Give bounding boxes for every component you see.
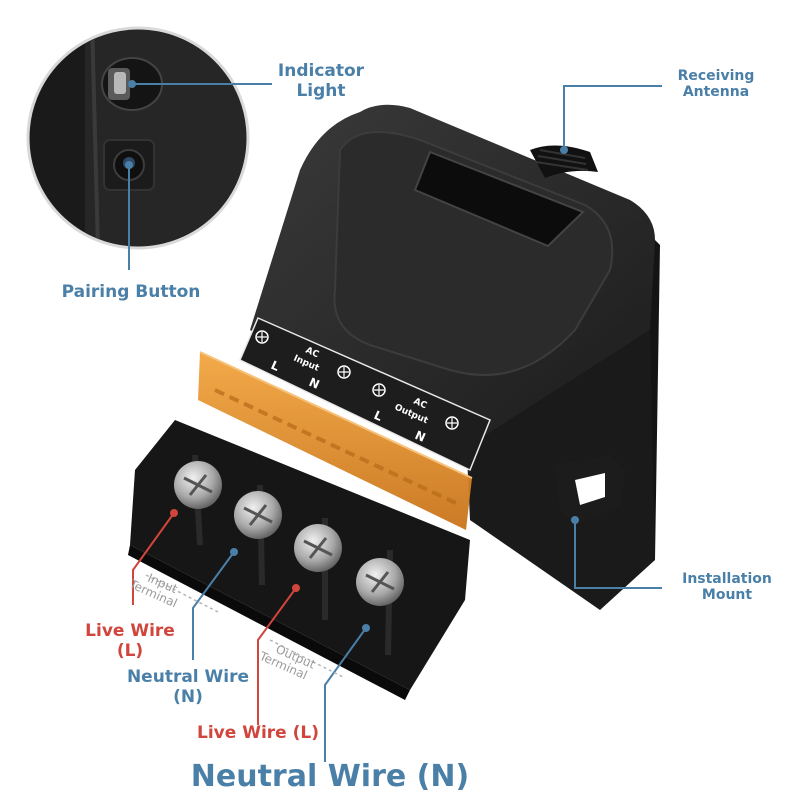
installation-mount-line — [574, 520, 662, 589]
receiving-antenna-label: Receiving Antenna — [677, 68, 755, 101]
live-wire-1-label: Live Wire (L) — [85, 621, 175, 661]
pairing-button-label: Pairing Button — [61, 282, 201, 302]
neutral-wire-2-line — [324, 627, 367, 762]
terminal-screw — [174, 461, 222, 509]
receiving-antenna — [530, 145, 598, 178]
receiving-antenna-line — [563, 85, 662, 150]
neutral-wire-1-label: Neutral Wire (N) — [126, 667, 250, 707]
callout-lines — [125, 80, 662, 762]
neutral-wire-2-label: Neutral Wire (N) — [190, 759, 470, 794]
terminal-screw — [234, 491, 282, 539]
live-wire-2-label: Live Wire (L) — [197, 723, 319, 743]
installation-mount — [555, 455, 625, 525]
indicator-light-label: Indicator Light — [277, 61, 365, 101]
earth-symbol-icon — [445, 416, 459, 430]
terminal-screw — [356, 558, 404, 606]
live-wire-1-line — [132, 512, 175, 605]
earth-symbol-icon — [255, 330, 269, 344]
input-terminal-bracket — [145, 574, 219, 613]
terminal-panel-labels: AC Input L N AC Output L N — [255, 330, 459, 445]
installation-mount-label: Installation Mount — [682, 571, 772, 604]
neutral-wire-1-line — [192, 551, 235, 660]
relay-device — [128, 104, 660, 700]
zoom-inset — [26, 26, 250, 250]
output-terminal-bracket — [269, 639, 346, 679]
earth-symbol-icon — [372, 383, 386, 397]
earth-symbol-icon — [337, 365, 351, 379]
terminal-screw — [294, 524, 342, 572]
live-wire-2-line — [257, 587, 297, 725]
